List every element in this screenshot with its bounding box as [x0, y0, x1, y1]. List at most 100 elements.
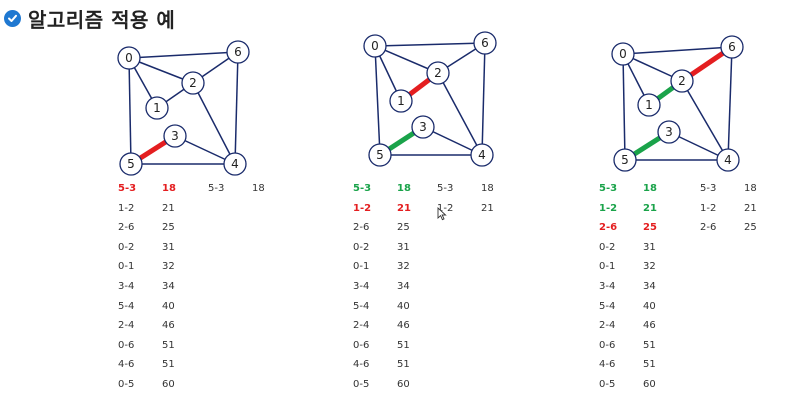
edge-weight: 46 — [162, 320, 175, 332]
mouse-cursor-icon — [437, 207, 447, 221]
edge-weight: 51 — [643, 359, 656, 371]
edge-name: 1-2 — [118, 202, 135, 214]
edge-weight: 32 — [162, 261, 175, 273]
graph-node-label: 2 — [434, 66, 442, 80]
edge-weight: 25 — [643, 222, 657, 234]
graph-node-6: 6 — [473, 31, 497, 55]
graph-node-0: 0 — [611, 42, 635, 66]
graph-node-label: 5 — [376, 148, 384, 162]
graph-node-3: 3 — [163, 124, 187, 148]
edge-name: 5-4 — [353, 300, 370, 312]
graph-node-6: 6 — [720, 35, 744, 59]
edge-name: 2-4 — [118, 320, 135, 332]
graph-edge-2-4 — [192, 82, 236, 165]
edge-weight: 32 — [643, 261, 656, 273]
graph-node-4: 4 — [223, 152, 247, 176]
edge-name: 4-6 — [599, 359, 616, 371]
edge-name: 5-3 — [353, 183, 372, 194]
graph-node-label: 0 — [371, 39, 379, 53]
slide-title: 알고리즘 적용 예 — [4, 4, 175, 32]
graph-node-4: 4 — [470, 143, 494, 167]
selected-edge-weight: 18 — [744, 183, 757, 194]
edge-name: 0-5 — [118, 379, 135, 390]
edge-name: 0-6 — [353, 339, 370, 351]
graph-node-label: 2 — [189, 76, 197, 90]
edge-weight: 51 — [162, 339, 175, 351]
edge-weight: 34 — [162, 281, 175, 292]
selected-edge-weight: 25 — [744, 222, 757, 234]
selected-edge-weight: 21 — [744, 202, 757, 214]
graph-node-label: 2 — [678, 74, 686, 88]
edge-weight: 60 — [162, 379, 175, 390]
edge-weight: 31 — [162, 241, 175, 253]
graph-edge-0-5 — [622, 53, 626, 161]
graph-node-label: 5 — [621, 153, 629, 167]
graph-edge-4-6 — [481, 42, 486, 156]
edge-name: 5-4 — [599, 300, 616, 312]
graph-node-label: 4 — [724, 153, 732, 167]
edge-weight: 18 — [397, 183, 411, 194]
edge-name: 3-4 — [353, 281, 370, 292]
graph-node-label: 3 — [419, 120, 427, 134]
edge-name: 0-1 — [599, 261, 616, 273]
edge-weight: 18 — [162, 183, 176, 194]
graph-edge-0-6 — [622, 46, 733, 55]
edge-weight: 21 — [162, 202, 175, 214]
graph-node-label: 1 — [645, 98, 653, 112]
edge-weight: 25 — [162, 222, 175, 234]
graph-node-1: 1 — [637, 93, 661, 117]
graph-node-label: 6 — [481, 36, 489, 50]
graph-node-4: 4 — [716, 148, 740, 172]
selected-edge-name: 5-3 — [208, 183, 225, 194]
graph-edge-4-6 — [234, 51, 239, 165]
edge-weight: 46 — [397, 320, 410, 332]
graph-edge-4-6 — [727, 46, 733, 161]
edge-name: 2-4 — [353, 320, 370, 332]
selected-edge-weight: 18 — [252, 183, 265, 194]
edge-weight: 34 — [643, 281, 656, 292]
edge-name: 2-6 — [353, 222, 370, 234]
edge-weight: 40 — [397, 300, 410, 312]
graph-node-1: 1 — [145, 96, 169, 120]
graph-node-label: 5 — [127, 157, 135, 171]
edge-weight: 31 — [397, 241, 410, 253]
graph-node-label: 3 — [171, 129, 179, 143]
graph-node-label: 4 — [231, 157, 239, 171]
selected-edge-name: 1-2 — [700, 202, 717, 214]
edge-name: 2-4 — [599, 320, 616, 332]
selected-edge-name: 5-3 — [437, 183, 454, 194]
graph-diagram: 0 1 2 3 4 5 6 — [608, 34, 748, 178]
edge-name: 0-6 — [599, 339, 616, 351]
edge-name: 4-6 — [353, 359, 370, 371]
graph-node-5: 5 — [119, 152, 143, 176]
edge-name: 2-6 — [118, 222, 135, 234]
edge-name: 0-2 — [353, 241, 370, 253]
selected-edge-weight: 21 — [481, 202, 494, 214]
graph-edge-0-6 — [128, 51, 239, 59]
edge-weight: 51 — [397, 359, 410, 371]
edge-weight: 51 — [643, 339, 656, 351]
edge-weight: 40 — [643, 300, 656, 312]
page-title: 알고리즘 적용 예 — [28, 7, 176, 32]
graph-diagram: 0 1 2 3 4 5 6 — [361, 30, 501, 174]
graph-node-1: 1 — [389, 89, 413, 113]
graph-node-6: 6 — [226, 40, 250, 64]
selected-edge-name: 2-6 — [700, 222, 717, 234]
graph-edge-0-5 — [128, 57, 132, 165]
edge-name: 3-4 — [118, 281, 135, 292]
edge-name: 3-4 — [599, 281, 616, 292]
graph-node-0: 0 — [363, 34, 387, 58]
edge-name: 1-2 — [599, 202, 618, 214]
edge-name: 0-1 — [118, 261, 135, 273]
graph-node-5: 5 — [613, 148, 637, 172]
edge-name: 0-6 — [118, 339, 135, 351]
edge-weight: 31 — [643, 241, 656, 253]
graph-node-label: 3 — [665, 125, 673, 139]
check-circle-icon — [4, 9, 21, 27]
edge-name: 0-5 — [353, 379, 370, 390]
edge-weight: 51 — [162, 359, 175, 371]
edge-name: 0-1 — [353, 261, 370, 273]
graph-node-5: 5 — [368, 143, 392, 167]
graph-node-label: 0 — [619, 47, 627, 61]
graph-node-3: 3 — [657, 120, 681, 144]
